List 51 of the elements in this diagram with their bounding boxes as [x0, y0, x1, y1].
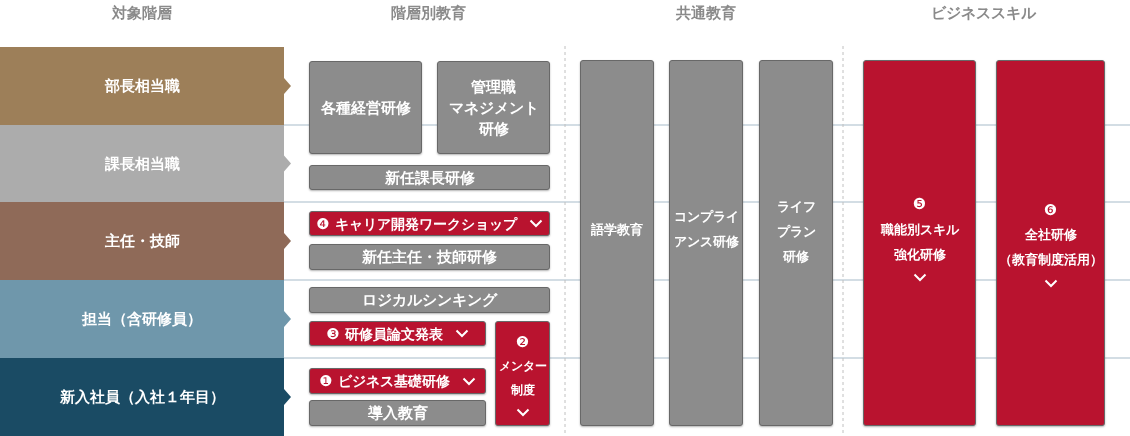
level-name: 新入社員（入社１年目） [59, 388, 225, 406]
course-box [309, 400, 486, 426]
course-title: ライフプラン研修 [776, 197, 816, 266]
course-box [309, 287, 550, 313]
course-box [309, 321, 486, 346]
level-name: 課長相当職 [104, 154, 180, 173]
course-title: コンプライアンス研修 [673, 208, 739, 251]
level-name: 部長相当職 [104, 77, 180, 95]
course-box [309, 165, 550, 190]
course-box [669, 60, 743, 426]
course-title: ロジカルシンキング [362, 291, 497, 309]
column-heading: 共通教育 [676, 4, 736, 22]
course-number: ❺ [912, 194, 927, 215]
course-title: 研修員論文発表 [344, 324, 443, 343]
course-number: ❶ [319, 372, 333, 390]
course-title: 新任課長研修 [384, 168, 475, 187]
level-band [0, 358, 292, 436]
level-name: 担当（含研修員） [82, 310, 202, 328]
course-title: 管理職マネジメント研修 [448, 77, 539, 139]
course-title: 全社研修 [1024, 227, 1077, 244]
course-box [495, 321, 550, 426]
course-number: ❷ [515, 332, 530, 353]
course-title: 新任主任・技師研修 [362, 248, 497, 266]
course-title: ビジネス基礎研修 [337, 372, 450, 390]
course-box [437, 61, 550, 154]
course-title: 語学教育 [591, 220, 643, 239]
course-box [309, 244, 550, 270]
level-band [0, 280, 292, 358]
course-box [996, 60, 1105, 426]
course-box [309, 61, 422, 154]
course-title: 導入教育 [367, 404, 428, 422]
course-number: ❻ [1043, 200, 1058, 221]
course-box [863, 60, 976, 426]
course-box [580, 60, 654, 426]
level-band [0, 47, 292, 125]
course-number: ❸ [326, 324, 340, 343]
level-band [0, 125, 292, 202]
course-title: メンター制度 [498, 358, 547, 399]
course-box [759, 60, 833, 426]
course-number: ❹ [316, 214, 330, 233]
course-title: キャリア開発ワークショップ [334, 214, 517, 233]
course-box [309, 368, 486, 394]
course-box [309, 211, 550, 236]
level-name: 主任・技師 [104, 232, 180, 250]
column-heading: ビジネススキル [930, 4, 1036, 22]
column-heading: 対象階層 [112, 4, 172, 22]
course-note: （教育制度活用） [998, 251, 1103, 269]
course-title: 職能別スキル強化研修 [880, 221, 959, 264]
column-heading: 階層別教育 [390, 4, 466, 22]
level-band [0, 202, 292, 280]
course-title: 各種経営研修 [320, 98, 411, 118]
